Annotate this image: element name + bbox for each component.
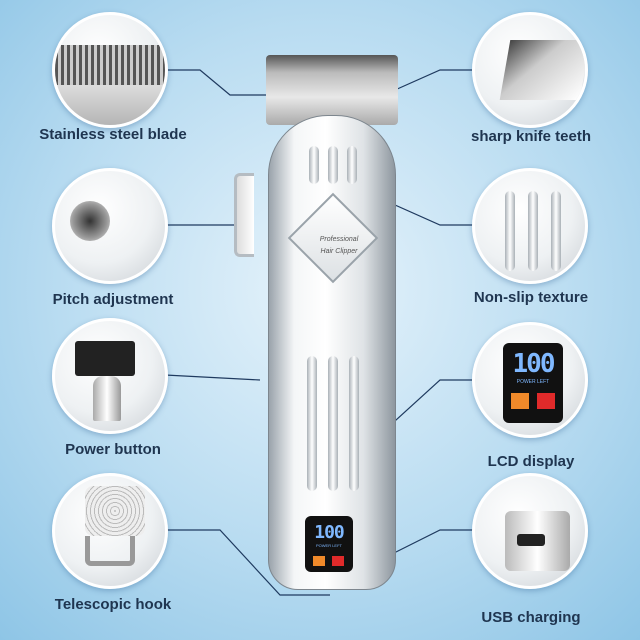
label-sharp-knife-teeth: sharp knife teeth [470,128,592,145]
lcd-charge-icon [313,556,325,566]
hook-icon [85,536,135,566]
blade-closeup [52,12,168,128]
teeth-icon [499,40,585,100]
lcd-closeup-caption: POWER LEFT [516,379,550,385]
label-lcd-display: LCD display [487,453,575,470]
pitch-closeup [52,168,168,284]
hook-closeup [52,473,168,589]
badge-line1: Professional [319,236,359,243]
power-closeup [52,318,168,434]
power-button-icon [93,376,121,421]
label-telescopic-hook: Telescopic hook [54,596,172,613]
label-power-button: Power button [65,441,161,458]
lcd-screen: 100 POWER LEFT [305,516,353,572]
label-stainless-steel-blade: Stainless steel blade [39,126,187,143]
lcd-power-icon [332,556,344,566]
badge-text: Professional Hair Clipper [289,234,389,258]
label-usb-charging: USB charging [481,609,581,626]
texture-closeup [472,168,588,284]
usb-icon [517,534,545,546]
teeth-closeup [472,12,588,128]
clipper-blade [266,55,398,125]
lcd-closeup: 100 POWER LEFT [472,322,588,438]
lcd-value: 100 [314,522,345,543]
label-pitch-adjustment: Pitch adjustment [52,291,174,308]
clipper-body: Professional Hair Clipper 100 POWER LEFT [268,115,396,590]
label-non-slip-texture: Non-slip texture [473,289,589,306]
hair-clipper-product: Professional Hair Clipper 100 POWER LEFT [234,55,402,595]
badge-line2: Hair Clipper [320,248,358,255]
usb-closeup [472,473,588,589]
lcd-icon: 100 POWER LEFT [503,343,563,423]
blade-icon [55,45,165,85]
lcd-caption: POWER LEFT [315,543,342,548]
lcd-closeup-value: 100 [512,349,556,379]
lever-icon [70,201,110,241]
pitch-lever [234,173,254,257]
